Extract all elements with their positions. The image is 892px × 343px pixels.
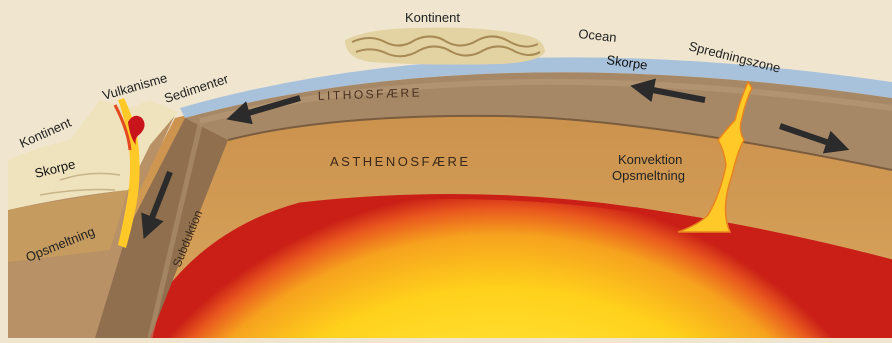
label-kontinent-top: Kontinent — [405, 10, 460, 25]
label-konvektion: Konvektion — [618, 152, 682, 167]
label-asthenosfaere: ASTHENOSFÆRE — [330, 154, 471, 169]
top-continent — [345, 28, 545, 65]
label-opsmeltning-right: Opsmeltning — [612, 168, 685, 183]
